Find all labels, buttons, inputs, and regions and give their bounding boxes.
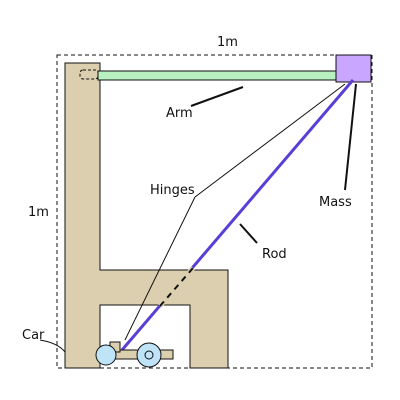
mass-label: Mass: [319, 195, 352, 210]
mass: [335, 54, 372, 83]
hinges-callout-to-bottom: [124, 196, 196, 341]
car-wheel-front: [95, 344, 117, 366]
arm-callout: [190, 86, 244, 107]
hinges-label: Hinges: [150, 183, 195, 198]
rod-callout: [239, 223, 258, 244]
width-label: 1m: [217, 35, 238, 50]
frame-stand: [64, 62, 229, 369]
mass-callout: [344, 83, 357, 191]
car-callout: [39, 339, 66, 353]
top-hinge: [79, 69, 99, 80]
arm-label: Arm: [166, 106, 193, 121]
car-label: Car: [22, 328, 45, 343]
rod: [120, 79, 355, 351]
arm: [97, 70, 339, 81]
rod-hidden-segment-dash: [159, 267, 194, 307]
rod-label: Rod: [262, 247, 287, 262]
hinges-callout-to-top: [194, 83, 346, 198]
height-label: 1m: [28, 205, 49, 220]
car-wheel-back-hub: [144, 350, 154, 360]
